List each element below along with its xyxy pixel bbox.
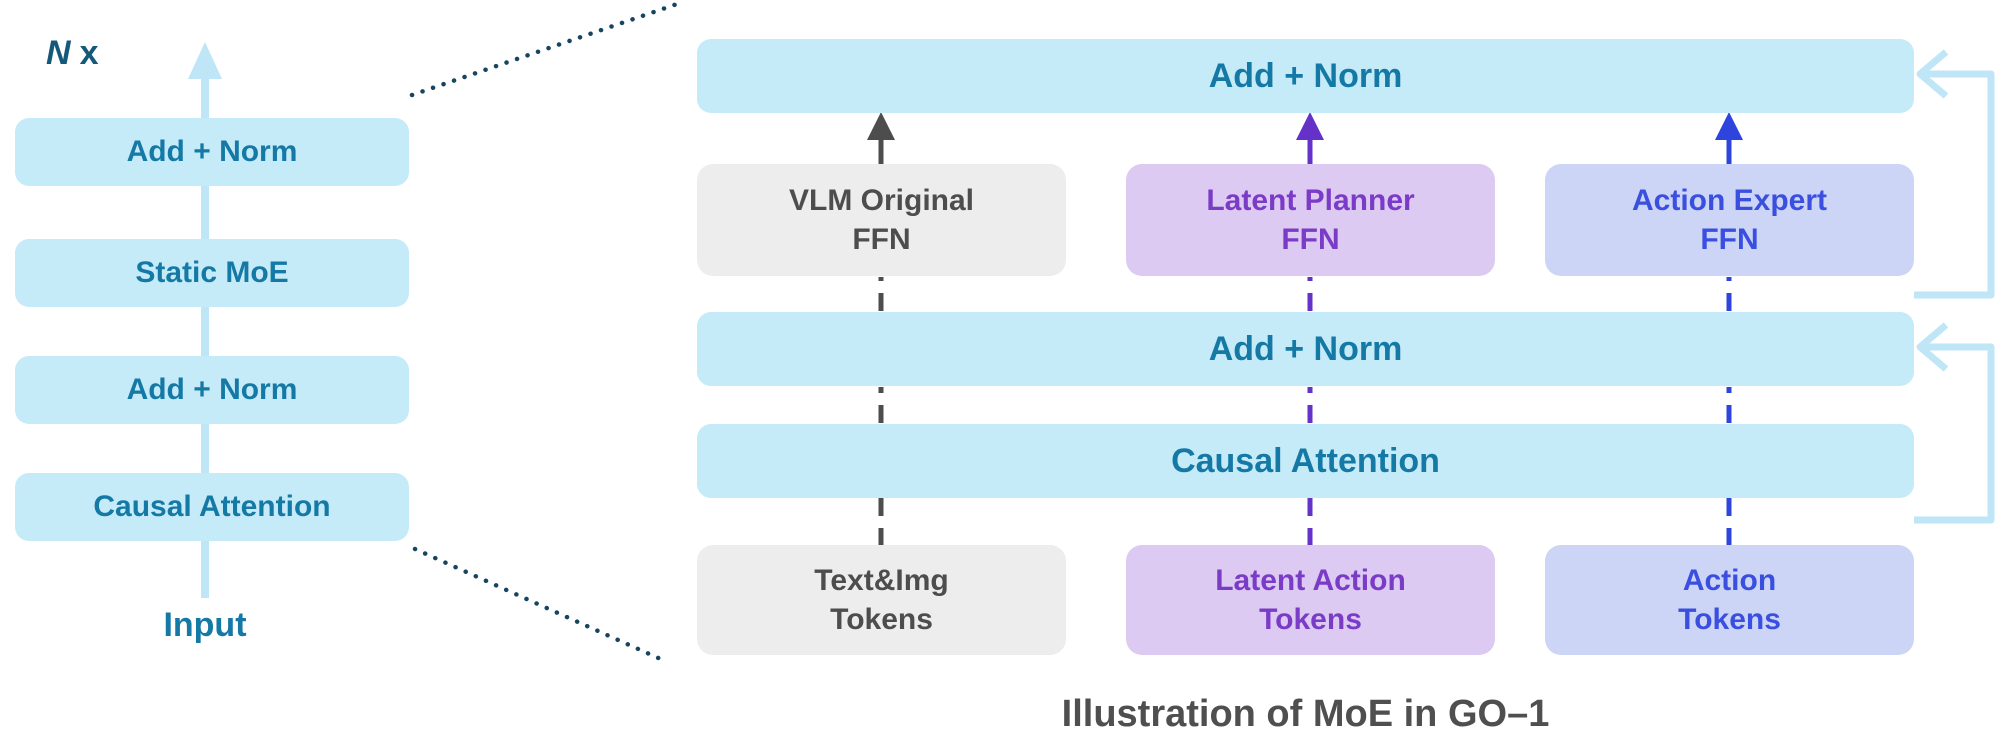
repeat-count-n: N [46,34,71,72]
detail-add-norm-mid: Add + Norm [697,312,1914,386]
expert-vlm-ffn: VLM Original FFN [697,164,1066,276]
left-block-add-norm: Add + Norm [15,356,409,424]
diagram-caption: Illustration of MoE in GO–1 [1061,693,1550,735]
residual-connection-lower [1914,322,1995,524]
tokens-text-img: Text&Img Tokens [697,545,1066,655]
input-label: Input [163,606,247,644]
zoom-callout-lines [409,0,683,664]
tokens-action: Action Tokens [1545,545,1914,655]
detail-add-norm-top: Add + Norm [697,39,1914,113]
left-block-causal-attention: Causal Attention [15,473,409,541]
expert-latent-planner-ffn: Latent Planner FFN [1126,164,1495,276]
detail-causal-attention: Causal Attention [697,424,1914,498]
residual-connection-upper [1914,49,1995,299]
flow-arrows-latent-planner [1296,112,1324,546]
tokens-latent-action: Latent Action Tokens [1126,545,1495,655]
flow-arrows-action-expert [1715,112,1743,546]
expert-action-ffn: Action Expert FFN [1545,164,1914,276]
left-block-static-moe: Static MoE [15,239,409,307]
left-block-add-norm-top: Add + Norm [15,118,409,186]
flow-arrows-vlm [867,112,895,546]
repeat-count-x: x [79,34,99,72]
